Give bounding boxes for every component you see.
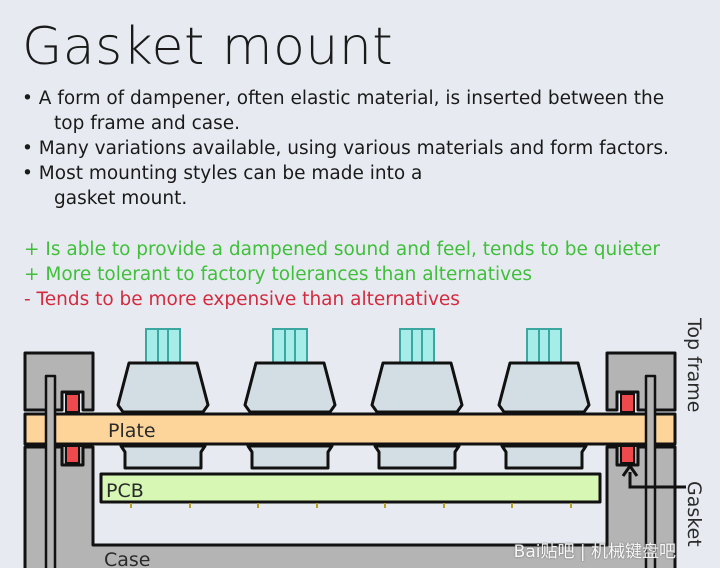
gasket-right-top (620, 393, 635, 413)
switch (243, 328, 337, 470)
gasket-left-bottom (65, 445, 80, 464)
gasket-right-bottom (620, 445, 635, 464)
switch-stem (272, 328, 308, 364)
switch-housing-bottom (246, 444, 334, 470)
switch-housing-bottom (500, 444, 588, 470)
switch-housing-top (497, 361, 591, 414)
top-frame-left (23, 351, 95, 412)
gasket-left-top (65, 393, 80, 413)
switch-housing-top (370, 361, 464, 414)
bullet-2: • Many variations available, using vario… (22, 138, 669, 159)
watermark: Bai贴吧 | 机械键盘吧 (513, 542, 676, 562)
plate-label: Plate (108, 420, 156, 442)
switch (370, 328, 464, 470)
switch-stem (526, 328, 562, 364)
bullet-3-continued: gasket mount. (54, 188, 188, 209)
switch (497, 328, 591, 470)
plate (23, 412, 677, 446)
pcb (99, 472, 602, 504)
switch-stem (399, 328, 435, 364)
pro-2: + More tolerant to factory tolerances th… (24, 264, 533, 285)
pcb-label: PCB (106, 480, 144, 502)
switch-housing-top (116, 361, 210, 414)
gasket-label: Gasket (683, 481, 705, 547)
switch (116, 328, 210, 470)
switch-housing-top (243, 361, 337, 414)
con-1: - Tends to be more expensive than altern… (24, 289, 460, 310)
bullet-3: • Most mounting styles can be made into … (22, 163, 423, 184)
top-frame-label: Top frame (683, 317, 705, 412)
bullet-1-continued: top frame and case. (54, 113, 241, 134)
pcb-pins (130, 503, 572, 508)
case-label: Case (104, 549, 151, 568)
gasket-arrow (628, 472, 686, 489)
pros-cons-list: + Is able to provide a dampened sound an… (24, 237, 660, 312)
top-frame-right (605, 351, 677, 412)
slide-title: Gasket mount (22, 17, 394, 77)
switch-housing-bottom (119, 444, 207, 470)
bullet-list: • A form of dampener, often elastic mate… (22, 86, 669, 211)
bolt-right (644, 374, 657, 568)
bolt-left (44, 374, 57, 568)
case (23, 445, 677, 568)
switch-stem (145, 328, 181, 364)
bullet-1: • A form of dampener, often elastic mate… (22, 88, 665, 109)
switch-housing-bottom (373, 444, 461, 470)
pro-1: + Is able to provide a dampened sound an… (24, 239, 661, 260)
